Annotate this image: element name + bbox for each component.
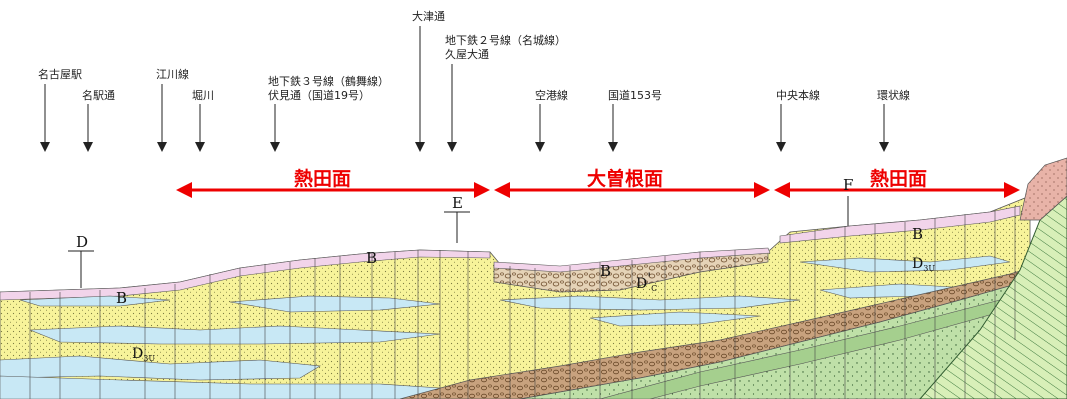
street-label-otsu-dori: 大津通 <box>412 9 445 23</box>
unit-label-d3u: D3U <box>132 346 155 363</box>
section-markers: D E F <box>68 176 853 288</box>
pink-surface-layer <box>0 249 491 301</box>
unit-label-b: B <box>366 249 377 267</box>
section-range-ozone: 大曽根面 <box>494 167 770 198</box>
street-label-route-153: 国道153号 <box>608 88 662 102</box>
left-arrowhead-icon <box>494 182 510 198</box>
pink-surface-layer-east <box>779 205 1021 244</box>
street-label-fushimi-dori: 伏見通（国道19号） <box>268 88 370 102</box>
right-arrowhead-icon <box>474 182 490 198</box>
unit-label-d3u-east: D3U <box>912 256 935 273</box>
marker-d: D <box>68 233 94 288</box>
strata <box>0 157 1067 399</box>
blue-lens <box>0 375 441 399</box>
unit-labels: B B B B D3U D'C D3U <box>116 225 935 363</box>
street-label-subway-line-3: 地下鉄３号線（鶴舞線） <box>268 74 389 88</box>
section-label-ozone: 大曽根面 <box>587 167 663 190</box>
street-label-chuo-main-line: 中央本線 <box>776 88 820 102</box>
marker-e: E <box>444 194 470 243</box>
street-label-ring-road: 環状線 <box>877 88 910 102</box>
street-label-airport-line: 空港線 <box>535 88 568 102</box>
street-label-meieki-dori: 名駅通 <box>82 88 115 102</box>
street-label-hisaya-odori: 久屋大通 <box>445 47 489 61</box>
street-label-horikawa: 堀川 <box>192 89 214 102</box>
left-arrowhead-icon <box>774 182 790 198</box>
marker-f: F <box>843 176 853 226</box>
section-range-atsuta-west: 熱田面 <box>176 167 490 198</box>
svg-text:D: D <box>76 233 88 251</box>
section-label-atsuta-east: 熱田面 <box>870 167 927 190</box>
right-arrowhead-icon <box>1004 182 1020 198</box>
svg-text:E: E <box>452 194 463 212</box>
unit-label-b: B <box>600 262 611 280</box>
blue-lens <box>499 295 801 311</box>
street-label-nagoya-station: 名古屋駅 <box>38 67 82 81</box>
svg-text:F: F <box>843 176 853 194</box>
salmon-hill-cap <box>1019 157 1067 221</box>
street-label-egawa-line: 江川線 <box>156 67 189 81</box>
section-range-atsuta-east: 熱田面 <box>774 167 1020 198</box>
unit-label-b: B <box>116 289 127 307</box>
street-markers: 名古屋駅 名駅通 江川線 堀川 地下鉄３号線（鶴舞線） 伏見通（国道19号） 大… <box>38 9 910 152</box>
section-ranges: 熱田面 大曽根面 熱田面 <box>176 167 1020 198</box>
unit-label-b: B <box>912 225 923 243</box>
left-arrowhead-icon <box>176 182 192 198</box>
borehole-lines <box>29 206 1016 399</box>
section-label-atsuta-west: 熱田面 <box>294 167 351 190</box>
street-label-subway-line-2: 地下鉄２号線（名城線） <box>445 33 566 47</box>
unit-label-dc: D'C <box>636 271 657 293</box>
right-arrowhead-icon <box>754 182 770 198</box>
